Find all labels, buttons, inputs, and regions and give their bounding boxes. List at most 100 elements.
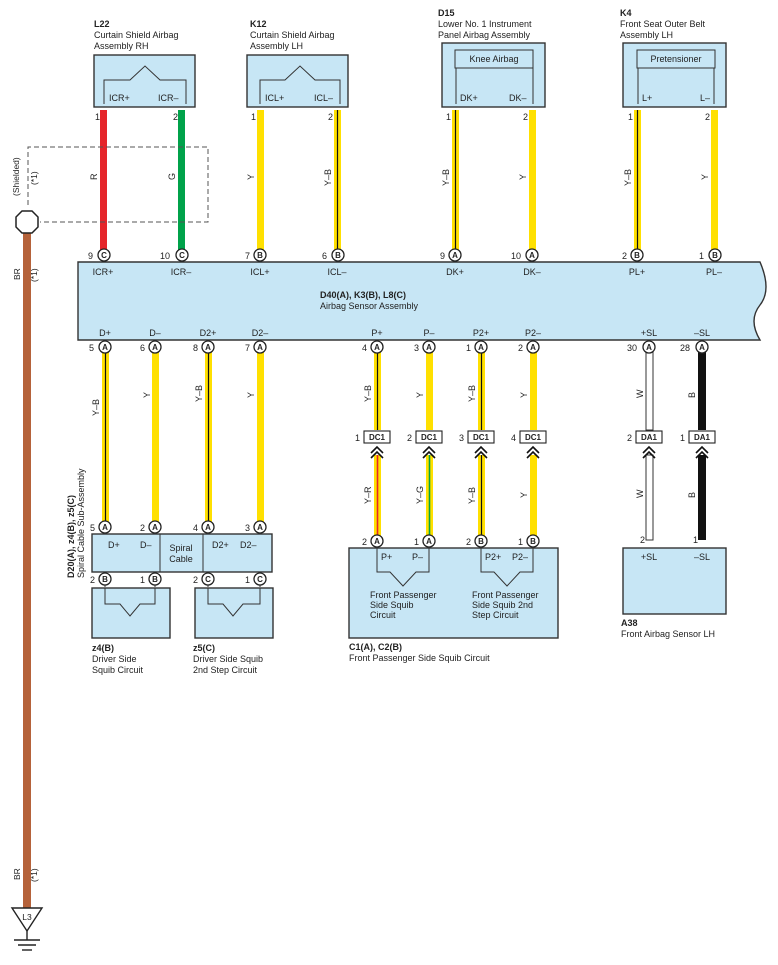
spiral-top-pin-number: 3 [245,523,250,533]
c1-pin-p-plus: P+ [381,552,392,562]
shielded-label: (Shielded) [11,157,21,196]
ecu-bottom-connector-letter: A [102,343,108,352]
ecu-bottom-pin-number: 2 [518,343,523,353]
ecu-top-pin-label-icr-plus: ICR+ [93,267,114,277]
dc1-pin-number: 4 [511,433,516,443]
c1-left-desc-line2: Side Squib [370,600,414,610]
ecu-top-pin-number: 6 [322,251,327,261]
k12-pin-number-2: 2 [328,112,333,122]
ecu-top-connector-letter: A [452,251,458,260]
c1-code: C1(A), C2(B) [349,642,402,652]
d15-pin-number-1: 1 [446,112,451,122]
ecu-top-connector-letter: B [712,251,718,260]
l22-pin-icr-plus: ICR+ [109,93,130,103]
c1-left-desc-line3: Circuit [370,610,396,620]
k12-pin-number-1: 1 [251,112,256,122]
z4-desc-line1: Driver Side [92,654,137,664]
spiral-top-pin-number: 2 [140,523,145,533]
wire-color-label-d2-minus: Y [246,392,256,398]
a38-pin-sl-plus: +SL [641,552,657,562]
k4-pretensioner-label: Pretensioner [650,54,701,64]
wire-p2-minus-lower [530,455,537,540]
ecu-top-pin-number: 9 [88,251,93,261]
ground-code: L3 [22,912,32,922]
c1-top-pin-number: 2 [466,537,471,547]
ecu-bottom-pin-label-sl-plus: +SL [641,328,657,338]
ground-icon: L3 [10,907,44,951]
c1-top-connector-letter: A [374,537,380,546]
d15-knee-airbag-label: Knee Airbag [469,54,518,64]
c1-right-desc-line3: Step Circuit [472,610,519,620]
spiral-top-pin-number: 4 [193,523,198,533]
ecu-bottom-pin-label-d-plus: D+ [99,328,111,338]
wire-pl-minus [711,110,718,250]
ecu-bottom-pin-number: 6 [140,343,145,353]
da1-label: DA1 [694,433,711,442]
a38-pin-sl-minus: –SL [694,552,710,562]
wire-color-label-d-plus: Y–B [91,399,101,416]
ground-wire-note-bottom: (*1) [29,868,39,882]
d15-box [441,42,546,108]
wire-color-label-p-plus-upper: Y–B [363,385,373,402]
wire-color-label-p-plus-lower: Y–R [363,486,373,504]
ecu-bottom-connector-letter: A [374,343,380,352]
ecu-bottom-connector-letter: A [426,343,432,352]
ecu-top-pin-number: 10 [511,251,521,261]
ecu-bottom-pin-number: 5 [89,343,94,353]
wire-p2-minus-upper [530,350,537,430]
dc1-pin-number: 1 [355,433,360,443]
c1-right-desc-line1: Front Passenger [472,590,539,600]
ecu-top-pin-label-icl-plus: ICL+ [250,267,269,277]
wire-icl-plus [257,110,264,250]
z4-code: z4(B) [92,643,114,653]
spiral-top-connector-letter: A [257,523,263,532]
l22-pin-number-2: 2 [173,112,178,122]
ecu-top-pin-number: 10 [160,251,170,261]
ecu-bottom-connectors: 5 A 6 A 8 A 7 A 4 A 3 A 1 A 2 A 30 A 28 … [89,340,709,354]
ecu-top-pin-label-pl-plus: PL+ [629,267,645,277]
wire-color-label-pl-plus: Y–B [623,169,633,186]
ecu-top-connectors: 9 C 10 C 7 B 6 B 9 A 10 A 2 B 1 B [88,248,722,262]
ecu-bottom-connector-letter: A [152,343,158,352]
ecu-top-connector-letter: B [335,251,341,260]
z4-box [91,587,171,639]
d15-pin-dk-plus: DK+ [460,93,478,103]
spiral-pin-d2-minus: D2– [240,540,257,550]
spiral-desc: Spiral Cable Sub-Assembly [76,468,86,578]
wire-color-label-d2-plus: Y–B [194,385,204,402]
ecu-bottom-pin-number: 3 [414,343,419,353]
wire-color-label-icl-plus: Y [246,174,256,180]
ecu-bottom-pin-number: 30 [627,343,637,353]
ecu-bottom-pin-label-d2-minus: D2– [252,328,269,338]
wire-color-label-sl-plus-upper: W [635,389,645,398]
ecu-bottom-pin-label-p2-plus: P2+ [473,328,489,338]
wire-p-minus-upper [426,350,433,430]
ecu-top-connector-letter: B [634,251,640,260]
a38-code: A38 [621,618,638,628]
c1-box [348,547,559,639]
k12-desc-line2: Assembly LH [250,41,303,51]
a38-desc: Front Airbag Sensor LH [621,629,715,639]
spiral-pin-d-plus: D+ [108,540,120,550]
z5-desc-line1: Driver Side Squib [193,654,263,664]
c1-desc: Front Passenger Side Squib Circuit [349,653,490,663]
spiral-code: D20(A), z4(B), z5(C) [66,495,76,578]
shield-drain-junction [15,210,39,234]
ecu-bottom-pin-number: 8 [193,343,198,353]
wire-d2-minus [257,350,264,526]
wire-color-label-dk-plus: Y–B [441,169,451,186]
a38-box [622,547,727,615]
da1-pin-number: 2 [627,433,632,443]
d15-pin-number-2: 2 [523,112,528,122]
l22-desc-line1: Curtain Shield Airbag [94,30,179,40]
ecu-top-pin-number: 7 [245,251,250,261]
wire-color-label-pl-minus: Y [700,174,710,180]
c1-right-desc-line2: Side Squib 2nd [472,600,533,610]
ecu-bottom-connector-letter: A [205,343,211,352]
c1-top-pin-number: 1 [518,537,523,547]
c1-top-pin-number: 1 [414,537,419,547]
ecu-code: D40(A), K3(B), L8(C) [320,290,406,300]
k12-box [246,54,349,108]
wire-color-label-g: G [167,173,177,180]
